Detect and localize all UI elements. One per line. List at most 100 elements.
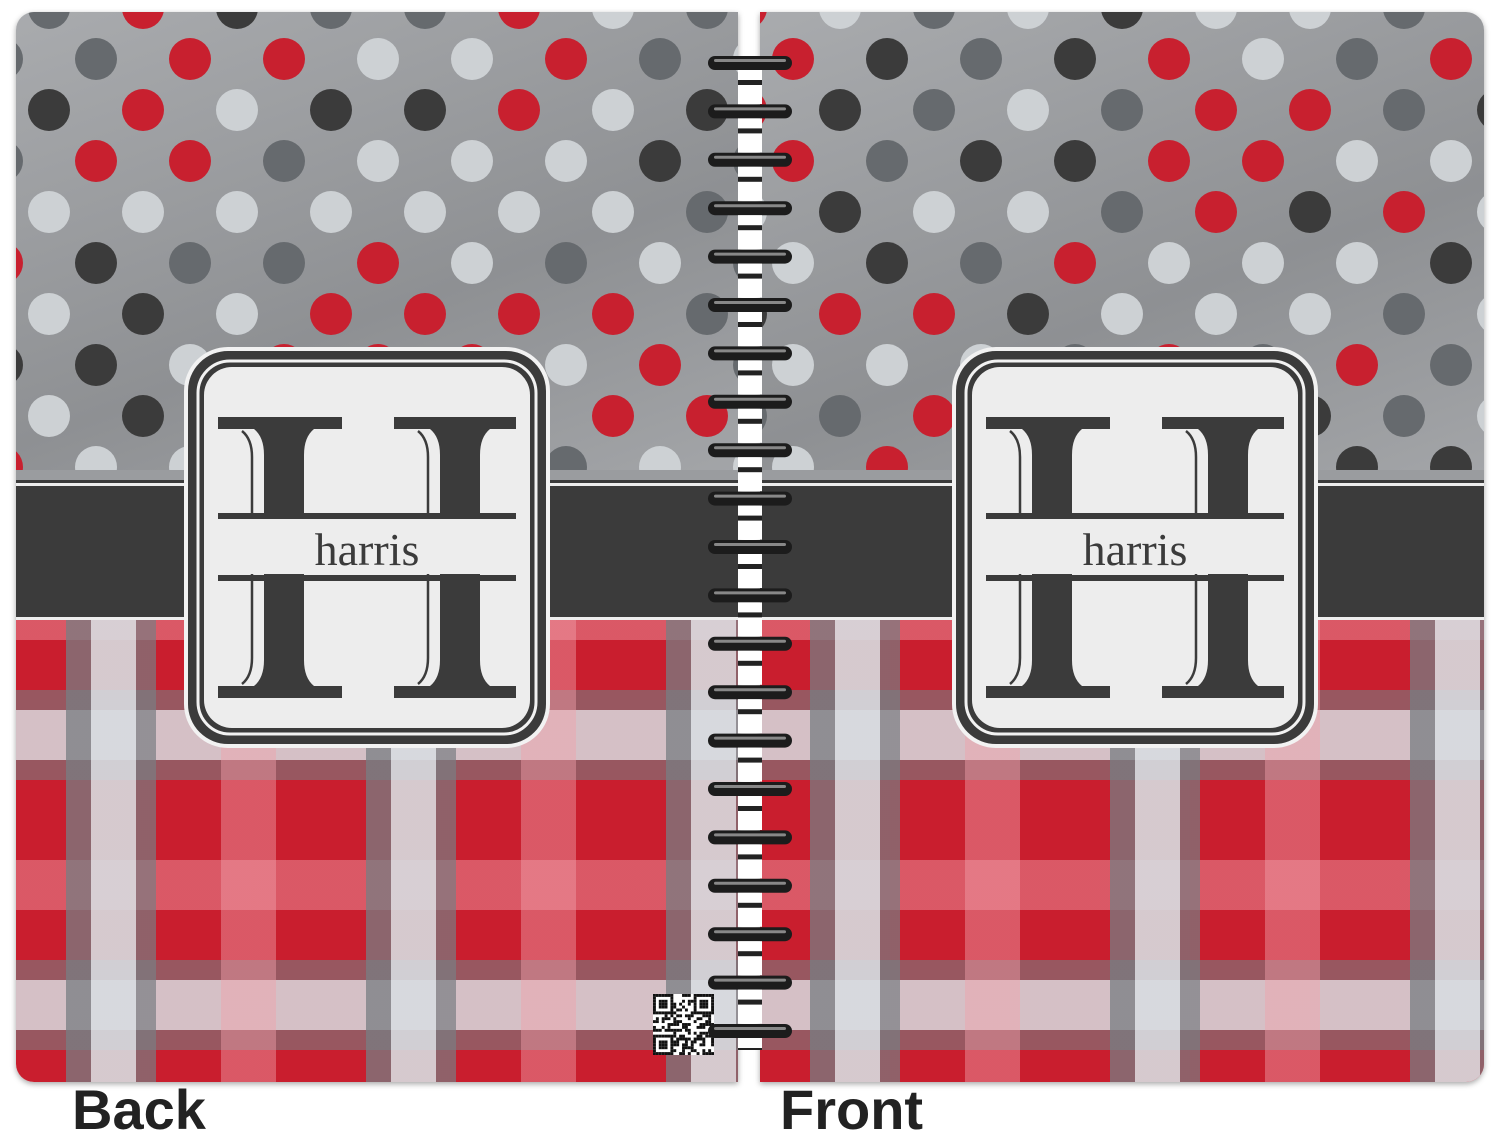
spiral-coil xyxy=(708,201,792,250)
polka-dot xyxy=(451,242,493,284)
polka-dot xyxy=(1383,191,1425,233)
polka-dot xyxy=(545,344,587,386)
polka-dot xyxy=(216,12,258,29)
polka-dot xyxy=(866,38,908,80)
spiral-coil xyxy=(708,588,792,637)
polka-dot xyxy=(498,12,540,29)
polka-dot xyxy=(1007,89,1049,131)
polka-dot xyxy=(819,89,861,131)
polka-dot xyxy=(122,12,164,29)
spiral-coil xyxy=(708,540,792,588)
polka-dot xyxy=(1195,293,1237,335)
polka-dot xyxy=(913,89,955,131)
polka-dot xyxy=(1289,12,1331,29)
polka-dot xyxy=(819,293,861,335)
polka-dot xyxy=(357,140,399,182)
polka-dot xyxy=(1289,89,1331,131)
polka-dot xyxy=(1054,38,1096,80)
monogram-badge: harris xyxy=(184,347,550,748)
polka-dot xyxy=(1430,140,1472,182)
polka-dot xyxy=(169,38,211,80)
polka-dot xyxy=(404,12,446,29)
polka-dot xyxy=(1430,242,1472,284)
polka-dot xyxy=(819,395,861,437)
spiral-coil xyxy=(708,733,792,782)
polka-dot xyxy=(263,242,305,284)
polka-dot xyxy=(16,247,23,279)
polka-dot xyxy=(545,446,587,472)
polka-dot xyxy=(122,89,164,131)
spiral-coil xyxy=(708,394,792,443)
polka-dot xyxy=(310,89,352,131)
spiral-coil xyxy=(708,152,792,201)
polka-dot xyxy=(122,191,164,233)
polka-dot xyxy=(28,191,70,233)
polka-dot xyxy=(1195,191,1237,233)
polka-dot xyxy=(866,140,908,182)
polka-dot xyxy=(1383,293,1425,335)
polka-dot xyxy=(960,38,1002,80)
polka-dot xyxy=(913,12,955,29)
polka-dot xyxy=(1289,191,1331,233)
polka-dot xyxy=(310,191,352,233)
polka-dot xyxy=(1336,38,1378,80)
polka-dot xyxy=(1101,12,1143,29)
polka-dot xyxy=(1477,94,1484,126)
polka-dot xyxy=(263,140,305,182)
polka-dot xyxy=(498,293,540,335)
polka-dot xyxy=(357,242,399,284)
polka-dot xyxy=(1383,395,1425,437)
polka-dot xyxy=(1383,89,1425,131)
polka-dot xyxy=(686,89,728,131)
polka-dot xyxy=(772,140,814,182)
polka-dot xyxy=(545,38,587,80)
polka-dot xyxy=(866,344,908,386)
polka-dot xyxy=(16,349,23,381)
polka-dot xyxy=(498,89,540,131)
polka-dot xyxy=(592,293,634,335)
polka-dot xyxy=(1336,446,1378,472)
polka-dot xyxy=(1195,89,1237,131)
polka-dot xyxy=(28,395,70,437)
polka-dot xyxy=(1477,196,1484,228)
spiral-coil xyxy=(708,443,792,492)
polka-dot xyxy=(28,89,70,131)
polka-dot xyxy=(1054,140,1096,182)
polka-dot xyxy=(1477,298,1484,330)
polka-dot xyxy=(216,191,258,233)
spiral-coil xyxy=(708,636,792,685)
polka-dot xyxy=(122,395,164,437)
polka-dot xyxy=(451,38,493,80)
polka-dot xyxy=(310,293,352,335)
polka-dot xyxy=(1101,293,1143,335)
polka-dot xyxy=(75,140,117,182)
polka-dot xyxy=(819,191,861,233)
spiral-coil xyxy=(708,298,792,346)
polka-dot xyxy=(1007,293,1049,335)
polka-dot xyxy=(866,242,908,284)
polka-dot xyxy=(733,453,738,472)
spiral-coil xyxy=(708,491,792,540)
monogram-name: harris xyxy=(1083,524,1188,575)
polka-dot xyxy=(1289,293,1331,335)
polka-dot xyxy=(216,293,258,335)
monogram-badge: harris xyxy=(952,347,1318,748)
spiral-coil xyxy=(708,830,792,879)
polka-dot xyxy=(1054,242,1096,284)
polka-dot xyxy=(216,89,258,131)
polka-dot xyxy=(263,38,305,80)
polka-dot xyxy=(1430,38,1472,80)
polka-dot xyxy=(169,140,211,182)
polka-dot xyxy=(913,395,955,437)
spiral-coil xyxy=(708,782,792,830)
polka-dot xyxy=(16,43,23,75)
polka-dot xyxy=(1242,38,1284,80)
polka-dot xyxy=(1242,242,1284,284)
polka-dot xyxy=(16,451,23,472)
polka-dot xyxy=(357,38,399,80)
polka-dot xyxy=(1242,140,1284,182)
spiral-coil xyxy=(708,104,792,153)
back-label: Back xyxy=(72,1078,206,1141)
polka-dot xyxy=(310,12,352,29)
polka-dot xyxy=(592,191,634,233)
